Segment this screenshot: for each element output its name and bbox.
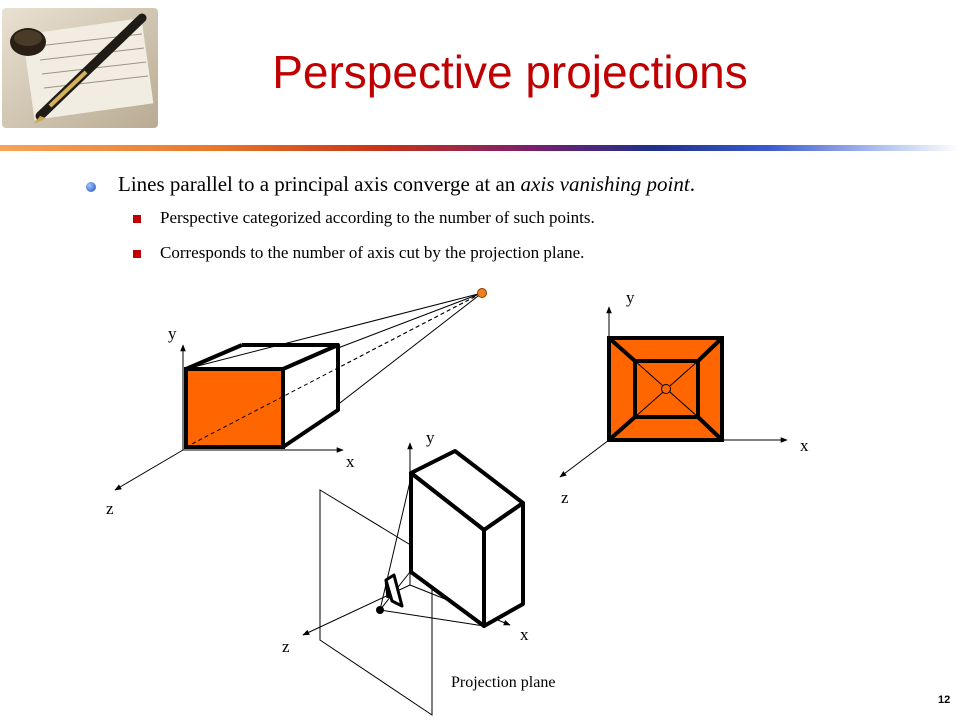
bullet-square-icon bbox=[133, 215, 141, 223]
bullet-main: Lines parallel to a principal axis conve… bbox=[118, 172, 695, 196]
projection-plane-caption: Projection plane bbox=[451, 674, 556, 691]
axis-label-y: y bbox=[426, 428, 435, 447]
axis-label-x: x bbox=[800, 436, 809, 455]
sub-bullet-1: Perspective categorized according to the… bbox=[160, 208, 595, 227]
slide-title: Perspective projections bbox=[272, 46, 748, 98]
projection-plane bbox=[319, 489, 433, 716]
pen-and-paper-thumbnail bbox=[2, 8, 158, 128]
sub-bullet-2: Corresponds to the number of axis cut by… bbox=[160, 243, 585, 262]
title-divider bbox=[0, 145, 960, 151]
axis-label-y: y bbox=[168, 324, 177, 343]
axis-label-z: z bbox=[282, 637, 290, 656]
axis-label-y: y bbox=[626, 288, 635, 307]
bullet-square-icon bbox=[133, 250, 141, 258]
axis-label-z: z bbox=[561, 488, 569, 507]
axis-label-x: x bbox=[520, 625, 529, 644]
front-view-box: y x z bbox=[559, 288, 809, 507]
vanishing-point-marker bbox=[477, 288, 487, 298]
projection-plane-diagram: y x z bbox=[282, 428, 529, 716]
center-of-projection bbox=[376, 606, 384, 614]
page-number: 12 bbox=[938, 694, 951, 706]
axis-label-x: x bbox=[346, 452, 355, 471]
bullet-list: Lines parallel to a principal axis conve… bbox=[0, 0, 960, 300]
vanishing-point-marker bbox=[661, 384, 671, 394]
axis-label-z: z bbox=[106, 499, 114, 518]
bullet-dot-icon bbox=[86, 182, 96, 192]
front-face bbox=[184, 367, 285, 449]
one-point-perspective-box: y x z bbox=[106, 288, 487, 518]
